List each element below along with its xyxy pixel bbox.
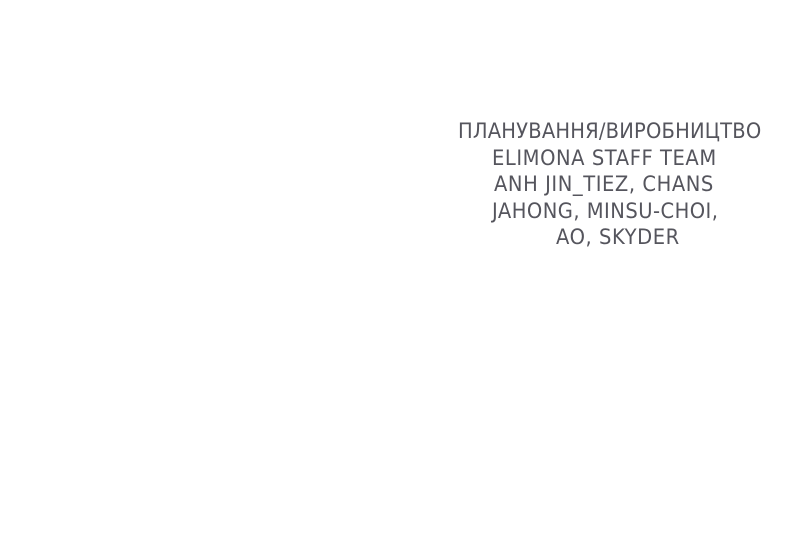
credits-block: ПЛАНУВАННЯ/ВИРОБНИЦТВО ELIMONA STAFF TEA… (458, 118, 800, 251)
credit-line-names-1: ANH JIN_TIEZ, CHANS (494, 172, 714, 196)
credit-line-planning-production: ПЛАНУВАННЯ/ВИРОБНИЦТВО (458, 119, 762, 143)
credit-line-staff-team: ELIMONA STAFF TEAM (492, 145, 717, 170)
credit-line-names-2: JAHONG, MINSU-CHOI, (492, 198, 719, 223)
credit-line-names-3: AO, SKYDER (556, 225, 680, 249)
